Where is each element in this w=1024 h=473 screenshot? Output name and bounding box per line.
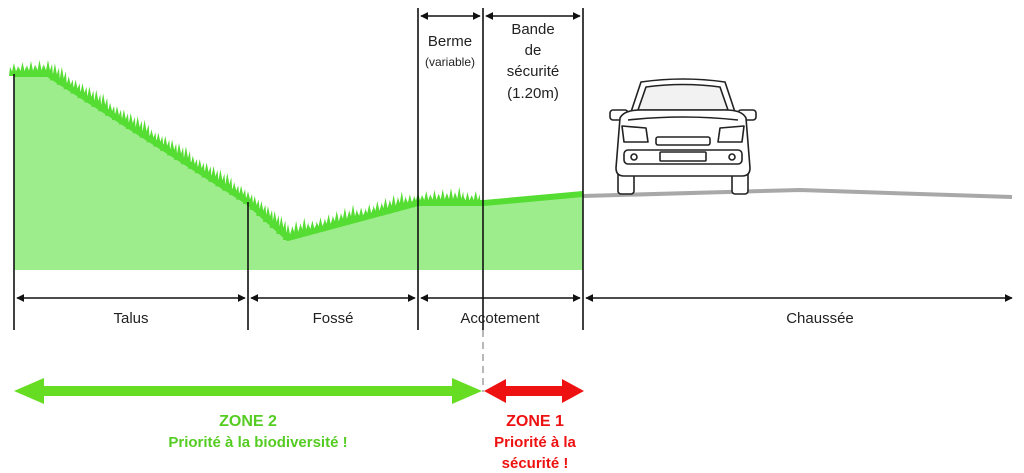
fosse-label: Fossé — [313, 310, 354, 327]
accotement-label: Accotement — [460, 310, 540, 327]
bande-label-line-3: sécurité — [507, 63, 560, 80]
bande-label-line-2: de — [525, 42, 542, 59]
bande-label-line-1: Bande — [511, 21, 554, 38]
chaussee-label: Chaussée — [786, 310, 854, 327]
grass-icon — [9, 60, 481, 240]
zone1-subtitle-line-2: sécurité ! — [502, 455, 569, 472]
terrain-fill — [14, 74, 583, 270]
berme-label: Berme — [428, 33, 472, 50]
zone2-subtitle: Priorité à la biodiversité ! — [168, 434, 347, 451]
zone2-arrow — [14, 378, 482, 404]
berme-sub-label: (variable) — [425, 55, 475, 69]
road-surface-line — [582, 187, 1013, 199]
zone1-subtitle-line-1: Priorité à la — [494, 434, 576, 451]
zone1-arrow — [484, 379, 584, 403]
bande-label-line-4: (1.20m) — [507, 85, 559, 102]
car-front-icon — [609, 78, 757, 195]
zone1-title: ZONE 1 — [506, 413, 564, 430]
talus-label: Talus — [113, 310, 148, 327]
zone2-title: ZONE 2 — [219, 413, 277, 430]
